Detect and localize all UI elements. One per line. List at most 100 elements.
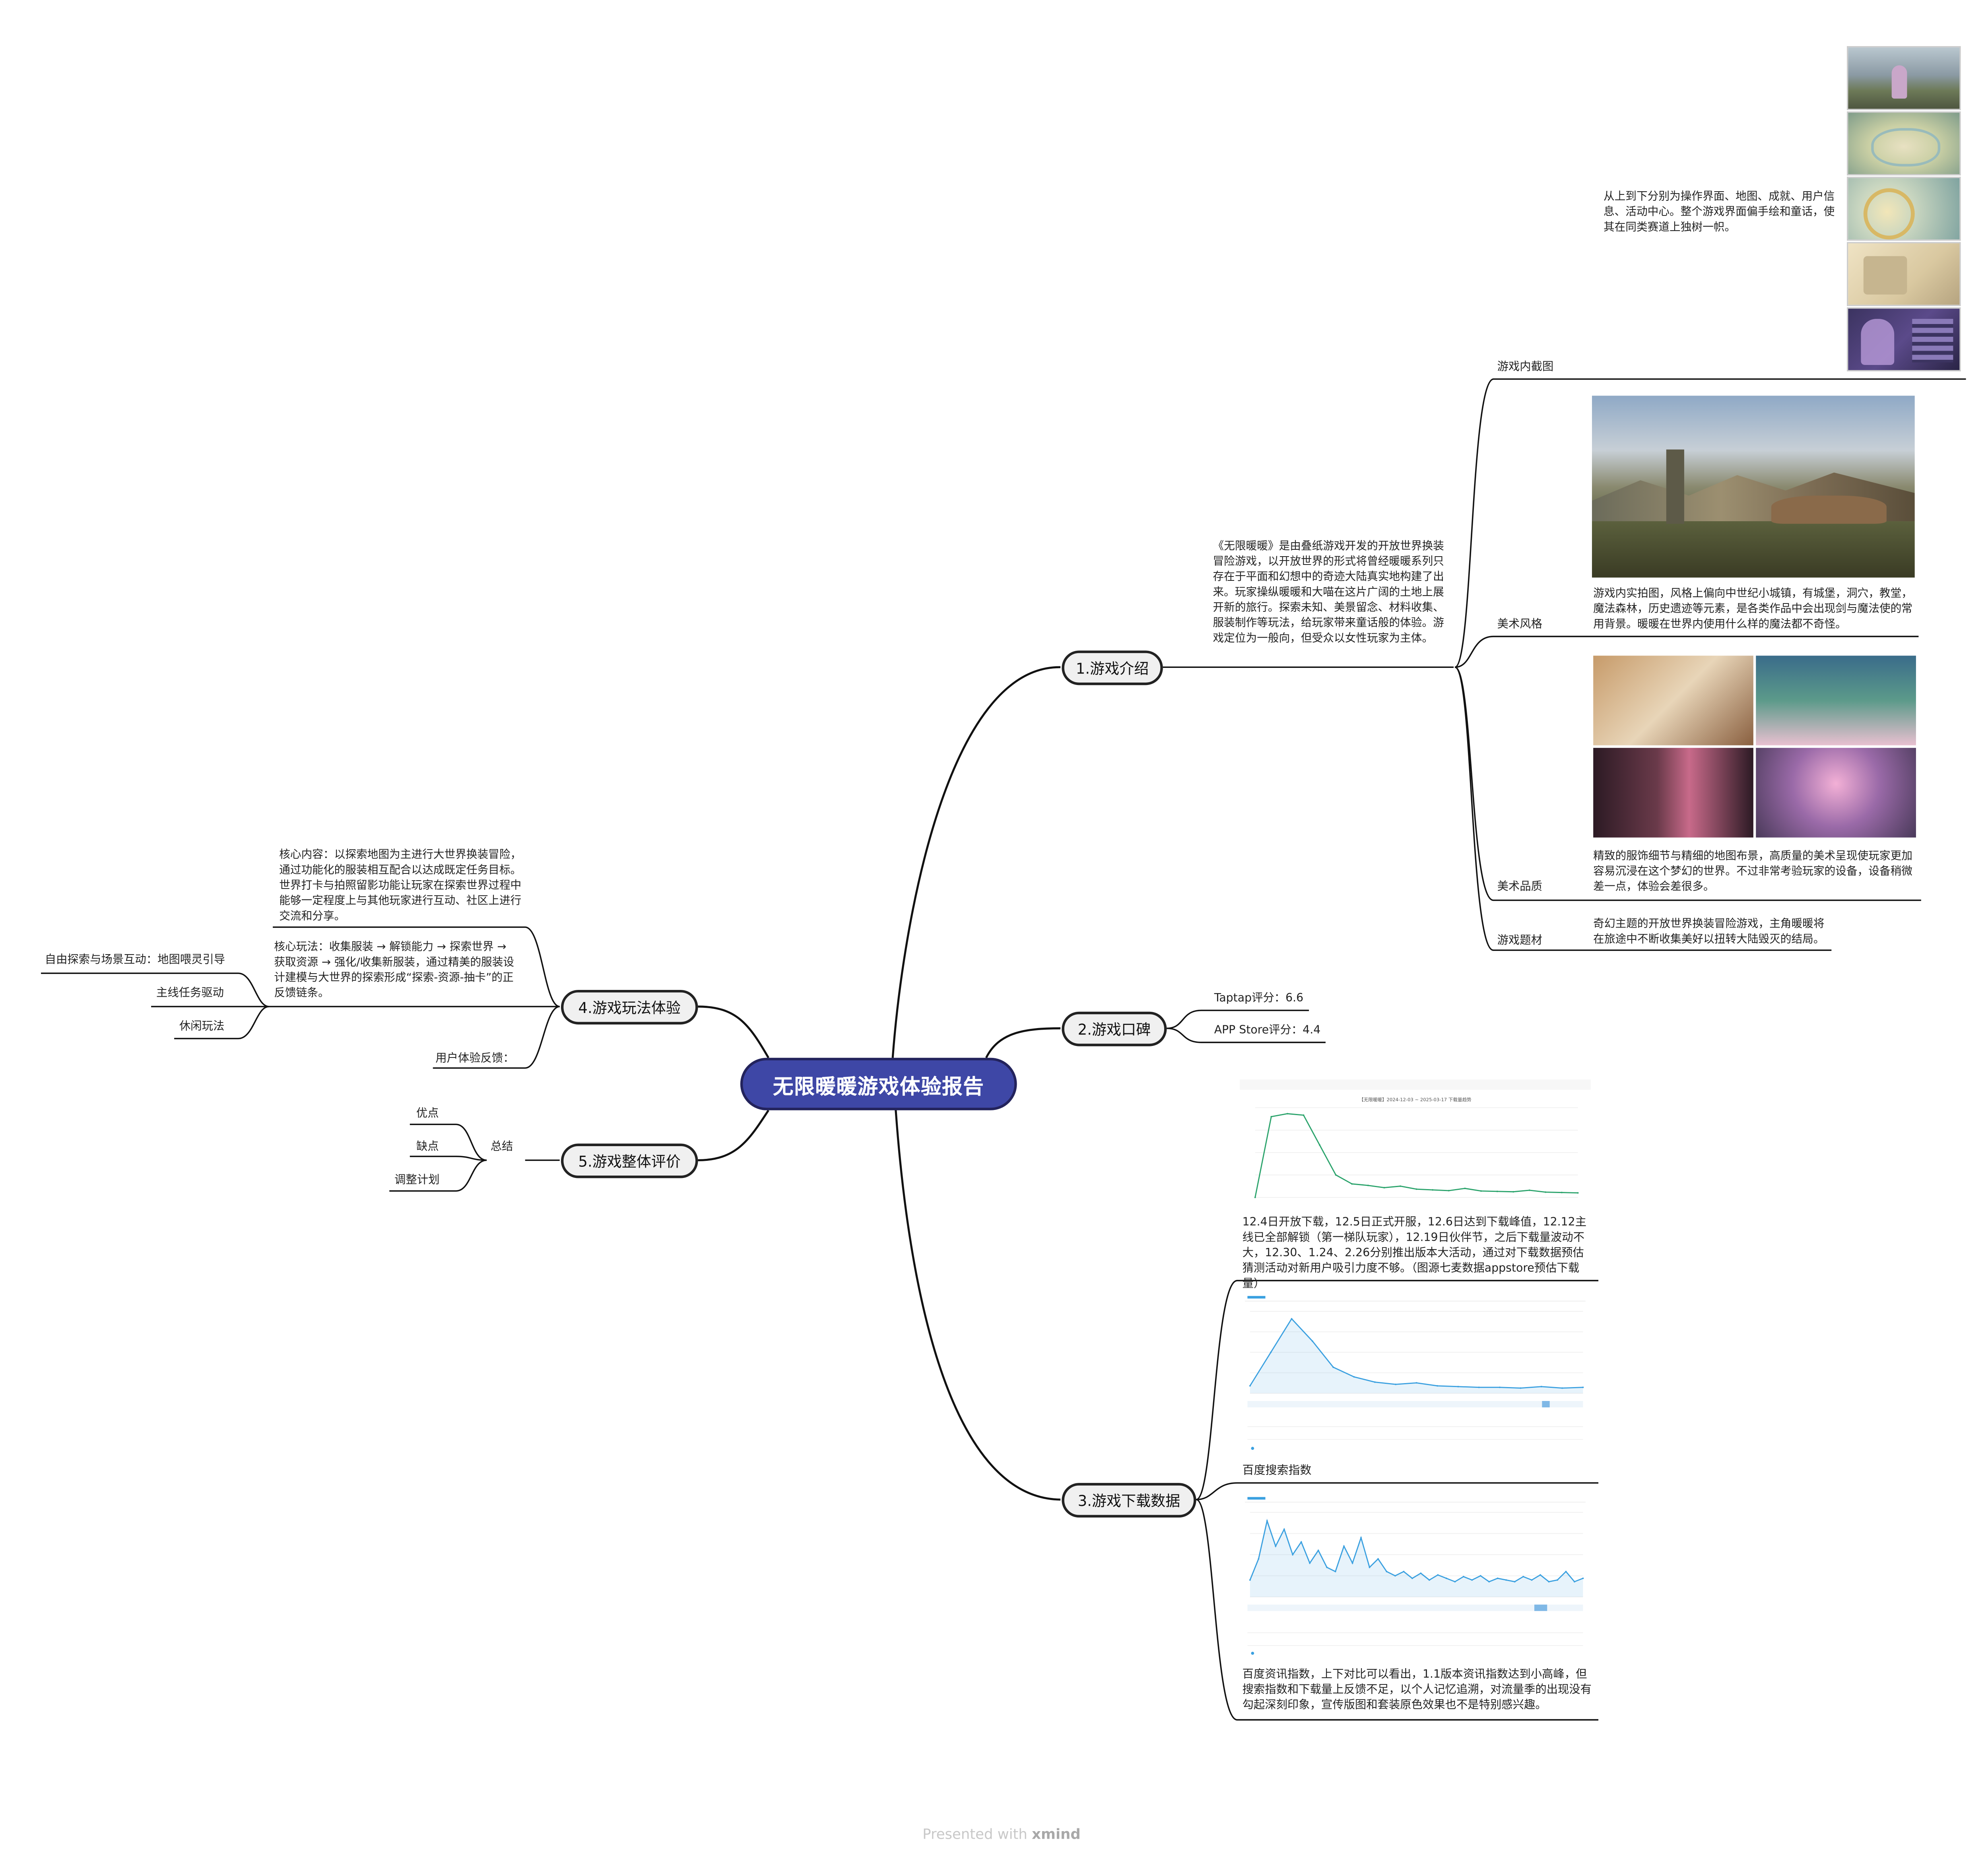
c3-point-38 (1573, 1581, 1575, 1583)
summary-label[interactable]: 总结 (490, 1141, 513, 1154)
c3-series-line (1249, 1519, 1583, 1583)
sub-casual-play[interactable]: 休闲玩法 (179, 1021, 225, 1034)
rock-cliff (1771, 495, 1887, 524)
map-outline (1871, 128, 1941, 167)
taptap-score[interactable]: Taptap评分：6.6 (1214, 992, 1304, 1005)
core-content-note[interactable]: 核心内容：以探索地图为主进行大世界换装冒险，通过功能化的服装相互配合以达成既定任… (279, 849, 522, 924)
c1-point-16 (1512, 1191, 1514, 1193)
c2-point-11 (1478, 1386, 1480, 1388)
baidu-news-index-chart[interactable] (1240, 1489, 1591, 1663)
art-quality-note[interactable]: 精致的服饰细节与精细的地图布景，高质量的美术呈现使玩家更加容易沉浸在这个梦幻的世… (1593, 850, 1913, 894)
art-quality-photo-3[interactable] (1593, 748, 1753, 838)
topic-downloads-label: 3.游戏下载数据 (1077, 1491, 1180, 1510)
screenshot-user-info[interactable] (1846, 242, 1961, 306)
c1-point-5 (1335, 1174, 1337, 1176)
art-style-photo[interactable] (1592, 396, 1915, 578)
download-trend-chart[interactable]: 【无限暖暖】2024-12-03 ~ 2025-03-17 下载量趋势 (1240, 1079, 1591, 1208)
c2-point-10 (1457, 1385, 1459, 1387)
label-art-style[interactable]: 美术风格 (1497, 618, 1542, 632)
screenshots-note[interactable]: 从上到下分别为操作界面、地图、成就、用户信息、活动中心。整个游戏界面偏手绘和童话… (1603, 190, 1835, 235)
c2-point-0 (1249, 1385, 1251, 1387)
c2-point-15 (1561, 1387, 1563, 1389)
pros-label[interactable]: 优点 (416, 1108, 439, 1121)
root-topic[interactable]: 无限暖暖游戏体验报告 (740, 1057, 1017, 1110)
art-style-note[interactable]: 游戏内实拍图，风格上偏向中世纪小城镇，有城堡，洞穴，教堂，魔法森林，历史遗迹等元… (1593, 588, 1913, 632)
c3-point-0 (1249, 1579, 1251, 1581)
c1-point-0 (1254, 1196, 1256, 1198)
c2-point-5 (1353, 1376, 1355, 1378)
topic-overall-label: 5.游戏整体评价 (578, 1152, 681, 1170)
c1-point-17 (1528, 1189, 1530, 1191)
baidu-news-index-note[interactable]: 百度资讯指数，上下对比可以看出，1.1版本资讯指数达到小高峰，但搜索指数和下载量… (1242, 1669, 1592, 1712)
topic-gameplay[interactable]: 4.游戏玩法体验 (561, 990, 698, 1024)
screenshot-achievements[interactable] (1846, 177, 1961, 241)
download-chart-note[interactable]: 12.4日开放下载，12.5日正式开服，12.6日达到下载峰值，12.12主线已… (1242, 1217, 1587, 1291)
root-title: 无限暖暖游戏体验报告 (773, 1073, 984, 1098)
screenshot-map[interactable] (1846, 111, 1961, 176)
c3-point-29 (1497, 1577, 1499, 1579)
c3-point-37 (1565, 1571, 1567, 1572)
topic-reputation[interactable]: 2.游戏口碑 (1062, 1011, 1167, 1046)
art-quality-photo-1[interactable] (1593, 656, 1753, 745)
c3-point-39 (1582, 1577, 1584, 1579)
c3-point-24 (1454, 1581, 1456, 1583)
c3-point-19 (1411, 1577, 1413, 1579)
c3-point-31 (1514, 1581, 1516, 1583)
core-loop-note[interactable]: 核心玩法：收集服装 → 解锁能力 → 探索世界 → 获取资源 → 强化/收集新服… (274, 941, 514, 1000)
c3-point-36 (1557, 1579, 1558, 1581)
chart1-grid (1255, 1107, 1578, 1198)
c1-point-20 (1577, 1192, 1579, 1194)
c1-point-18 (1545, 1191, 1547, 1193)
c2-point-3 (1311, 1340, 1313, 1342)
c3-point-34 (1540, 1574, 1541, 1576)
c1-point-11 (1432, 1189, 1434, 1191)
c3-point-30 (1505, 1579, 1507, 1581)
chart2-plot (1249, 1317, 1584, 1393)
baidu-search-index-label[interactable]: 百度搜索指数 (1242, 1465, 1312, 1478)
c3-point-12 (1351, 1562, 1353, 1564)
c1-point-6 (1351, 1183, 1353, 1185)
c3-point-18 (1403, 1571, 1405, 1572)
activity-figure (1861, 319, 1895, 365)
sub-free-explore[interactable]: 自由探索与场景互动：地图喂灵引导 (45, 954, 225, 967)
label-theme[interactable]: 游戏题材 (1497, 935, 1542, 948)
chart1-plot (1254, 1113, 1579, 1198)
tower-ruins (1666, 449, 1684, 524)
c1-point-9 (1400, 1185, 1401, 1187)
cons-label[interactable]: 缺点 (416, 1141, 439, 1154)
screenshot-operation-ui[interactable] (1846, 46, 1961, 111)
c2-point-13 (1520, 1387, 1522, 1389)
theme-note[interactable]: 奇幻主题的开放世界换装冒险游戏，主角暖暖将在旅途中不断收集美好以扭转大陆毁灭的结… (1593, 918, 1825, 947)
c3-point-16 (1386, 1571, 1388, 1572)
user-feedback[interactable]: 用户体验反馈： (435, 1052, 514, 1066)
art-quality-photo-4[interactable] (1756, 748, 1916, 838)
label-art-quality[interactable]: 美术品质 (1497, 881, 1542, 894)
sub-main-quest[interactable]: 主线任务驱动 (156, 987, 224, 1000)
appstore-score[interactable]: APP Store评分：4.4 (1214, 1024, 1321, 1038)
topic-gameplay-label: 4.游戏玩法体验 (578, 998, 681, 1017)
achievement-ring (1863, 188, 1915, 240)
c1-point-14 (1480, 1190, 1482, 1192)
art-quality-photo-2[interactable] (1756, 656, 1916, 745)
c3-area (1250, 1521, 1583, 1597)
c3-point-35 (1548, 1581, 1550, 1583)
baidu-search-index-chart[interactable] (1240, 1288, 1591, 1455)
c3-point-15 (1377, 1558, 1379, 1560)
c3-point-9 (1326, 1566, 1328, 1568)
c3-point-25 (1462, 1576, 1464, 1577)
c3-point-13 (1360, 1537, 1362, 1539)
c3-point-11 (1343, 1545, 1345, 1547)
topic-intro[interactable]: 1.游戏介绍 (1062, 650, 1163, 685)
c3-point-32 (1522, 1576, 1524, 1577)
c3-point-2 (1266, 1520, 1268, 1522)
topic-reputation-label: 2.游戏口碑 (1077, 1020, 1151, 1038)
label-screenshots[interactable]: 游戏内截图 (1497, 361, 1554, 374)
screenshot-activity-center[interactable] (1846, 307, 1961, 372)
topic-downloads[interactable]: 3.游戏下载数据 (1062, 1483, 1196, 1518)
c2-point-4 (1332, 1366, 1334, 1368)
topic-overall[interactable]: 5.游戏整体评价 (561, 1143, 698, 1178)
intro-description[interactable]: 《无限暖暖》是由叠纸游戏开发的开放世界换装冒险游戏，以开放世界的形式将曾经暖暖系… (1213, 540, 1444, 646)
plan-label[interactable]: 调整计划 (394, 1174, 440, 1187)
